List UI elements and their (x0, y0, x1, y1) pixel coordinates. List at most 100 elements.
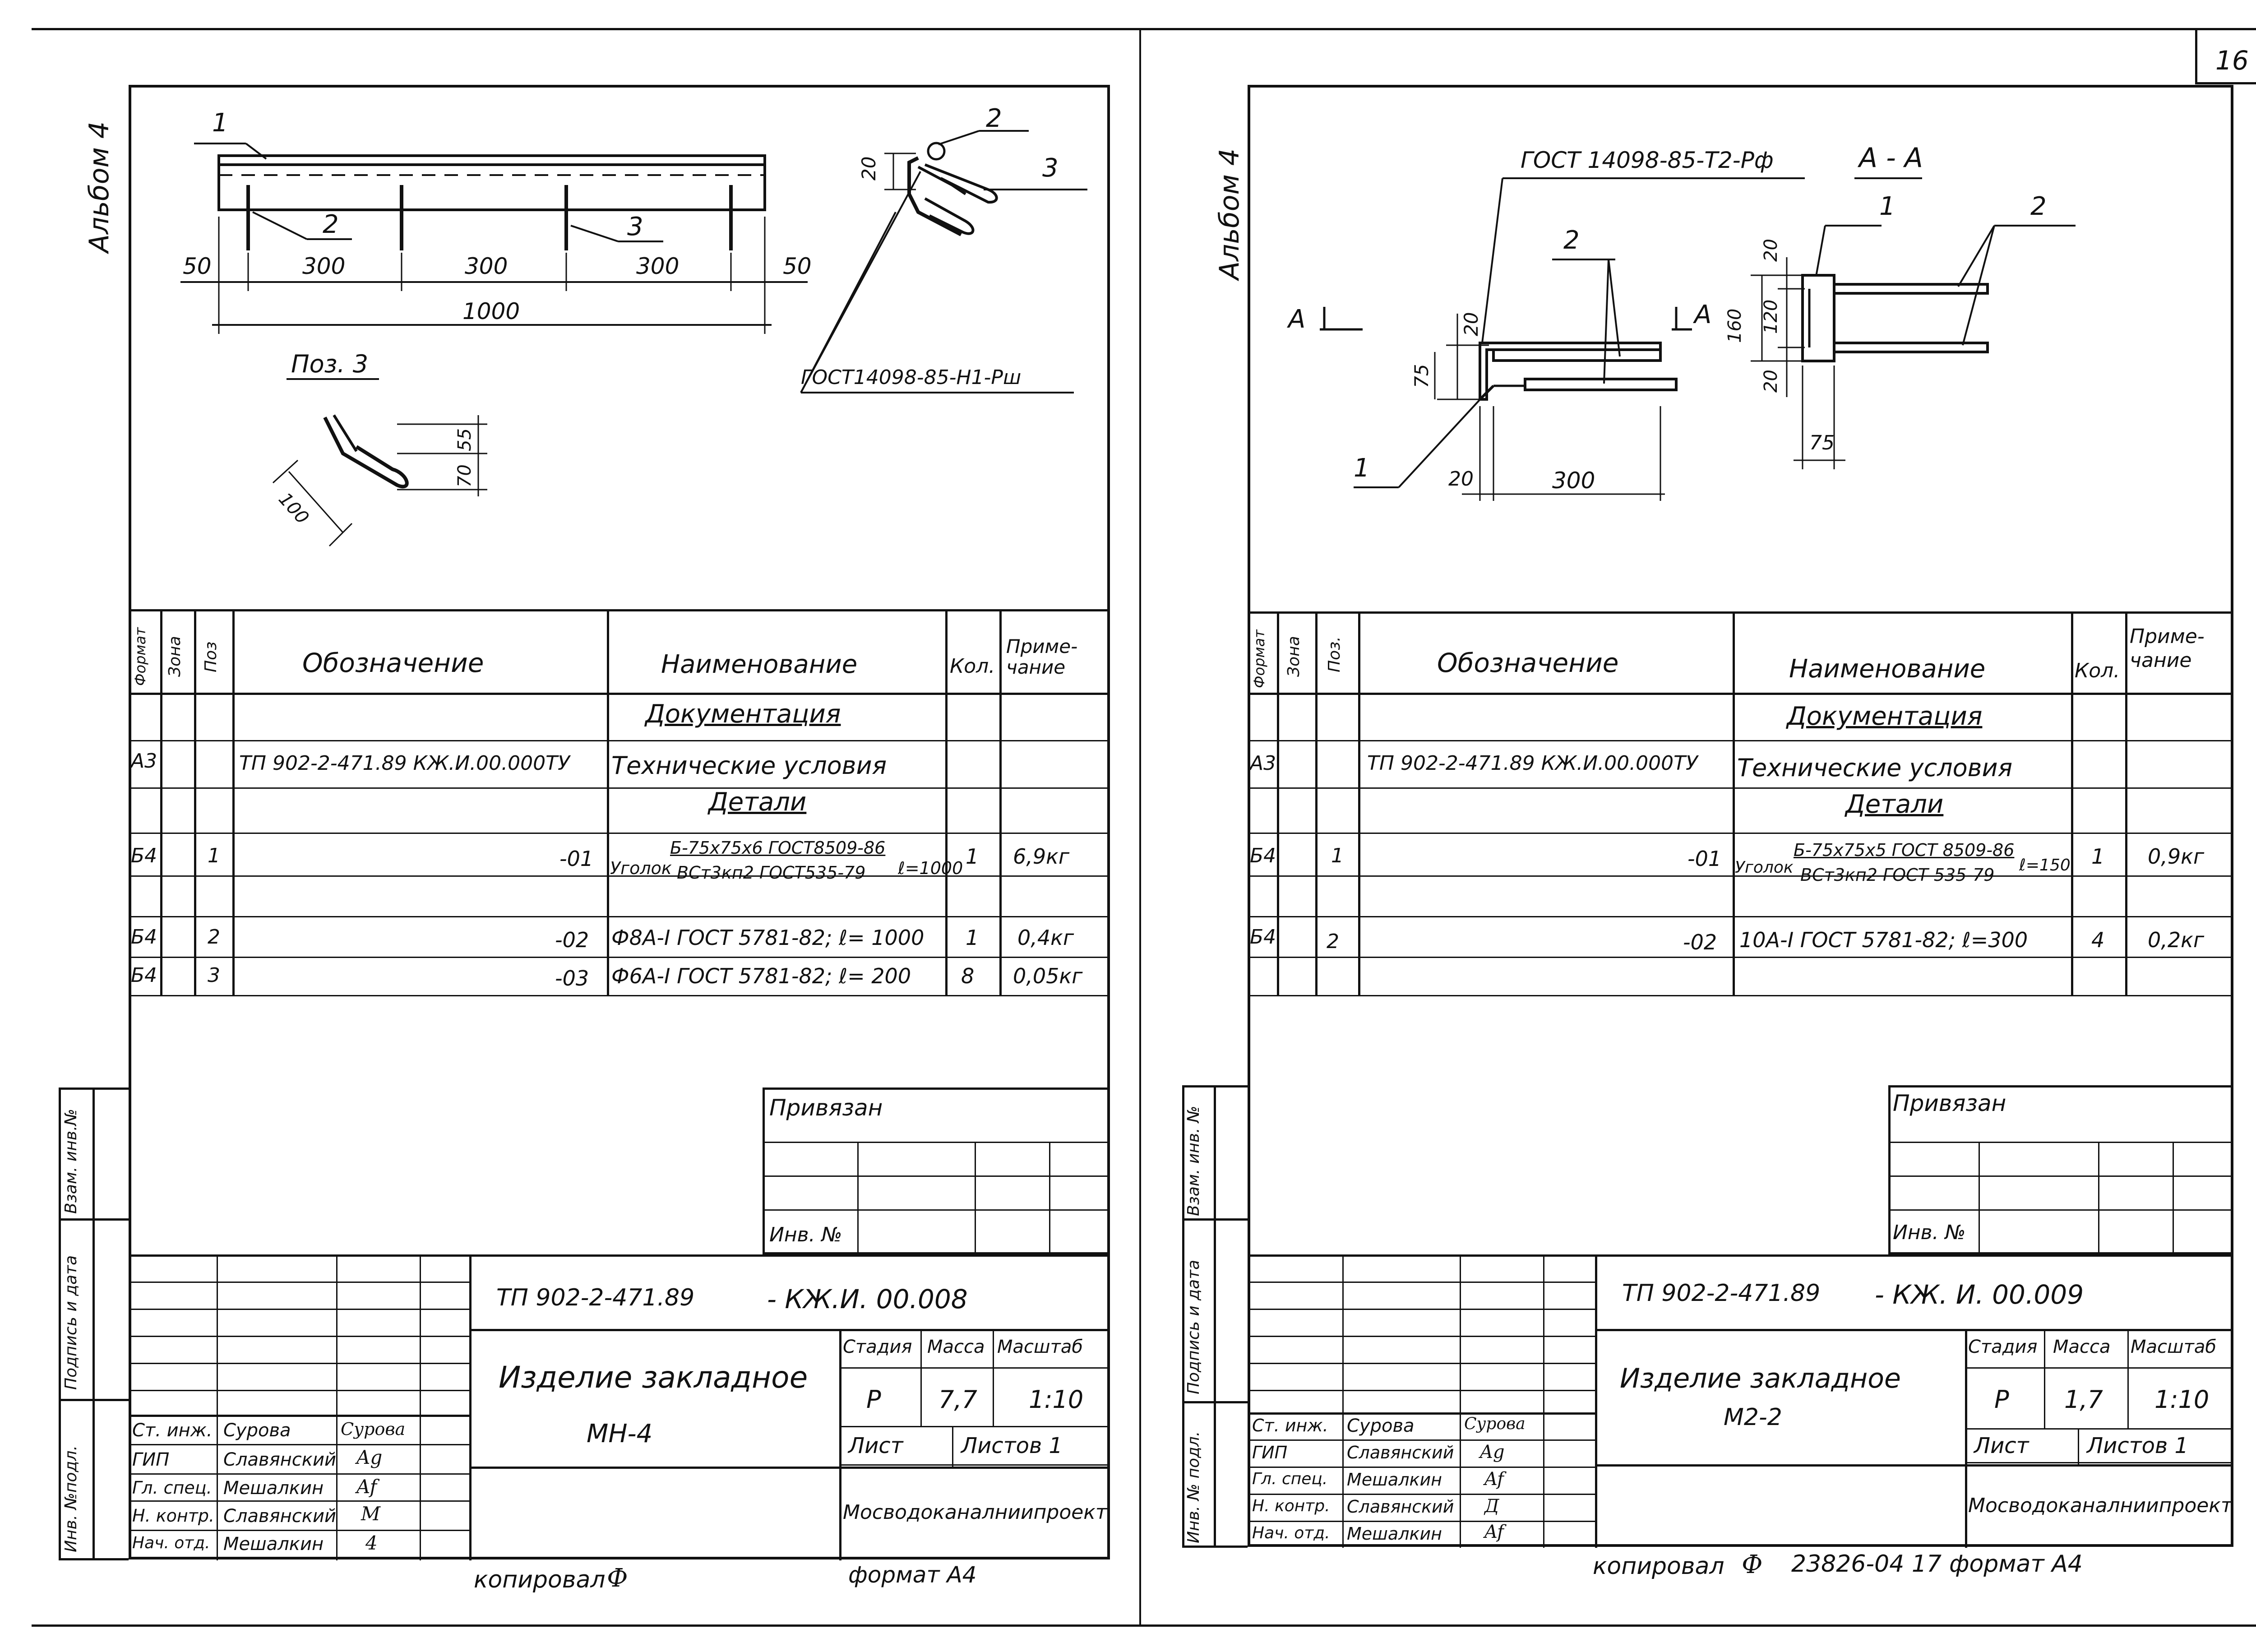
left-p2-role: Гл. спец. (132, 1478, 212, 1498)
left-stage: Р (866, 1385, 881, 1414)
left-callout-2: 2 (323, 210, 339, 239)
left-copied-mark: Ф (607, 1564, 628, 1593)
left-bound-label: Привязан (769, 1095, 883, 1121)
left-dim-2: 300 (465, 253, 508, 279)
left-r1-name-len: ℓ=1000 (898, 858, 963, 878)
right-section-callout-1: 1 (1879, 192, 1895, 221)
left-r1-pos: 1 (208, 844, 220, 867)
left-section-docs: Документация (645, 699, 841, 729)
right-h-format: Формат (1251, 629, 1268, 688)
right-dim-s0: 20 (1761, 239, 1781, 262)
left-r2-name: Ф8А-I ГОСТ 5781-82; ℓ= 1000 (611, 925, 925, 950)
left-gost-label: ГОСТ14098-85-Н1-Рш (801, 366, 1022, 389)
right-p1-role: ГИП (1252, 1443, 1288, 1462)
left-dim-overall: 1000 (462, 298, 520, 324)
right-r2-designation: -02 (1683, 930, 1717, 954)
right-dim-s4: 75 (1809, 431, 1835, 454)
left-callout-1: 1 (212, 108, 228, 138)
right-h-qty: Кол. (2075, 659, 2120, 682)
page-bottom-rule (32, 1624, 2256, 1627)
left-callout-3: 3 (627, 212, 643, 241)
left-r2-designation: -02 (555, 928, 589, 952)
left-r3-note: 0,05кг (1013, 964, 1083, 988)
left-docs-designation: ТП 902-2-471.89 КЖ.И.00.000ТУ (239, 752, 570, 775)
left-h-qty: Кол. (950, 655, 995, 678)
left-r2-format: Б4 (131, 925, 157, 949)
left-p4-sign: 4 (365, 1532, 378, 1554)
right-r2-qty: 4 (2091, 928, 2105, 952)
left-section-callout-3: 3 (1042, 153, 1059, 183)
left-r1-name-bottom: ВСт3кп2 ГОСТ535-79 (677, 863, 866, 883)
right-stage: Р (1994, 1385, 2009, 1414)
left-r3-name: Ф6А-I ГОСТ 5781-82; ℓ= 200 (611, 964, 911, 988)
right-dim-f2: 20 (1448, 467, 1474, 491)
right-p4-name: Мешалкин (1347, 1524, 1442, 1544)
right-p3-name: Славянский (1347, 1497, 1454, 1517)
right-r1-name-len: ℓ=150 (2019, 856, 2071, 875)
left-r1-name-top: Б-75х75х6 ГОСТ8509-86 (670, 838, 886, 858)
left-section-parts: Детали (708, 787, 807, 817)
left-h-designation: Обозначение (302, 648, 484, 678)
left-docs-name: Технические условия (611, 751, 887, 780)
left-p3-name: Славянский (223, 1506, 336, 1527)
left-stamp-title: Изделие закладное (499, 1360, 808, 1395)
left-dim-4: 50 (783, 253, 812, 279)
left-r1-qty: 1 (966, 844, 979, 869)
right-p0-sign: Сурова (1464, 1415, 1526, 1433)
right-mass: 1,7 (2064, 1385, 2103, 1414)
left-r1-name-main: Уголок (610, 858, 672, 878)
left-dim-3: 300 (636, 253, 680, 279)
right-cut-left: А (1288, 305, 1306, 334)
right-r2-note: 0,2кг (2148, 928, 2205, 952)
right-section-callout-2: 2 (2030, 192, 2047, 221)
left-section-callout-2: 2 (986, 104, 1002, 133)
left-r2-qty: 1 (966, 925, 979, 950)
right-docs-format: А3 (1250, 752, 1276, 775)
left-dim-0: 50 (183, 253, 212, 279)
left-r3-pos: 3 (208, 964, 220, 987)
left-r2-note: 0,4кг (1017, 925, 1074, 950)
right-gost-label: ГОСТ 14098-85-Т2-Рф (1521, 147, 1774, 173)
right-section-parts: Детали (1845, 790, 1944, 819)
page-top-rule (32, 28, 2256, 30)
right-p0-role: Ст. инж. (1252, 1416, 1328, 1435)
right-p2-name: Мешалкин (1347, 1470, 1442, 1490)
left-r3-format: Б4 (131, 964, 157, 987)
left-sheets-label: Листов 1 (961, 1433, 1063, 1458)
left-r2-pos: 2 (208, 925, 220, 949)
right-r1-name-main: Уголок (1735, 858, 1794, 877)
right-format: формат А4 (1949, 1550, 2083, 1578)
right-section-title: А - А (1859, 142, 1923, 174)
right-r1-pos: 1 (1331, 844, 1344, 867)
left-r3-qty: 8 (961, 964, 975, 988)
right-h-designation: Обозначение (1437, 648, 1619, 678)
left-dim-1: 300 (302, 253, 346, 279)
right-callout-1: 1 (1354, 453, 1370, 483)
right-stage-label: Стадия (1968, 1337, 2038, 1357)
left-inv-label: Инв. № (769, 1223, 842, 1246)
page-number: 16 (2215, 45, 2249, 76)
left-stamp-code: ТП 902-2-471.89 (496, 1284, 695, 1311)
right-copied-code: 23826-04 17 (1791, 1550, 1942, 1578)
right-r1-format: Б4 (1250, 844, 1276, 867)
left-bound-box (763, 1087, 1110, 1254)
right-r1-name-top: Б-75х75х5 ГОСТ 8509-86 (1794, 840, 2015, 860)
left-mass-label: Масса (927, 1337, 985, 1357)
left-r1-note: 6,9кг (1013, 844, 1070, 869)
right-bound-box (1888, 1085, 2233, 1254)
right-p3-role: Н. контр. (1252, 1497, 1330, 1515)
left-p1-role: ГИП (132, 1449, 170, 1470)
right-cut-right: А (1694, 300, 1712, 329)
right-p3-sign: Д (1484, 1496, 1499, 1517)
left-mass: 7,7 (938, 1385, 977, 1414)
left-sheet-label: Лист (848, 1433, 903, 1458)
left-p3-role: Н. контр. (132, 1506, 215, 1526)
left-scale-label: Масштаб (997, 1337, 1083, 1357)
right-dim-f0: 20 (1460, 312, 1482, 336)
left-org: Мосводоканалниипроект (843, 1501, 1107, 1524)
right-r1-note: 0,9кг (2148, 844, 2205, 869)
right-stamp-code-suffix: - КЖ. И. 00.009 (1875, 1279, 2084, 1310)
left-p4-role: Нач. отд. (132, 1534, 210, 1552)
right-stamp-title: Изделие закладное (1620, 1363, 1901, 1394)
